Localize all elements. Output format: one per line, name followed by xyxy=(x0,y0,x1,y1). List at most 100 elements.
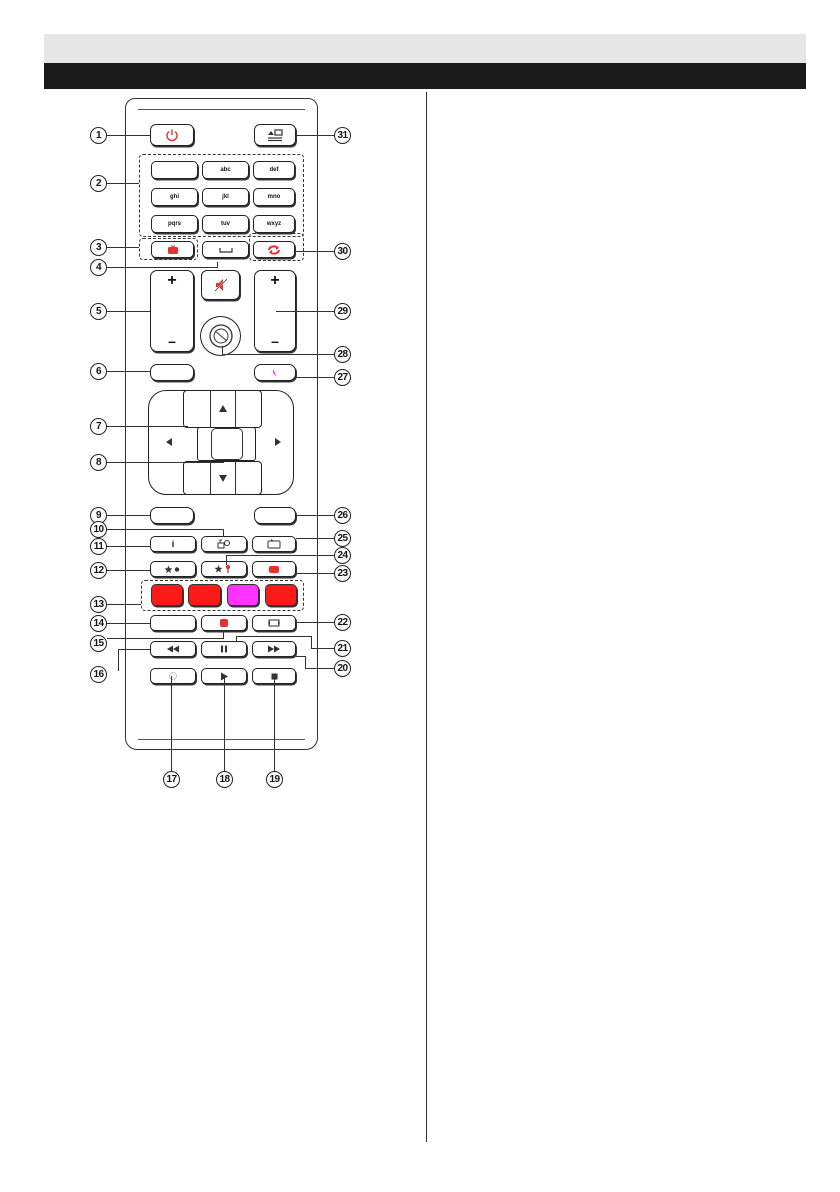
back-button[interactable] xyxy=(150,507,194,524)
language-button[interactable] xyxy=(150,615,196,631)
callout-5: 5 xyxy=(90,303,107,320)
star-pin-icon xyxy=(214,564,234,574)
leader-10 xyxy=(107,529,223,530)
leader-21v2 xyxy=(311,636,312,648)
key-0[interactable] xyxy=(202,241,249,258)
callout-3: 3 xyxy=(90,239,107,256)
key-7[interactable]: pqrs xyxy=(151,215,198,233)
volume-down-label: – xyxy=(168,333,176,349)
favorites-button[interactable] xyxy=(150,561,196,577)
callout-27: 27 xyxy=(334,369,351,386)
key-8[interactable]: tuv xyxy=(202,215,249,233)
screen-icon xyxy=(267,618,281,628)
pause-button[interactable] xyxy=(201,641,247,657)
green-button[interactable] xyxy=(188,584,221,606)
leader-21h xyxy=(236,636,311,637)
power-icon xyxy=(165,128,179,142)
leader-20v xyxy=(305,656,306,668)
leader-16h xyxy=(118,649,150,650)
callout-23: 23 xyxy=(334,565,351,582)
key-9[interactable]: wxyz xyxy=(253,215,295,233)
volume-up-label: + xyxy=(167,272,176,290)
key-label: abc xyxy=(220,167,230,173)
callout-1: 1 xyxy=(90,127,107,144)
exit-button[interactable] xyxy=(254,507,296,524)
leader-13 xyxy=(107,604,141,605)
key-5[interactable]: jkl xyxy=(202,188,249,206)
media-browser-icon xyxy=(217,539,231,549)
internet-button[interactable] xyxy=(200,316,241,356)
leader-7 xyxy=(107,426,188,427)
callout-24: 24 xyxy=(334,547,351,564)
mute-button[interactable] xyxy=(201,270,240,300)
nav-down-zone[interactable] xyxy=(183,461,262,495)
rewind-button[interactable] xyxy=(150,641,196,657)
callout-26: 26 xyxy=(334,507,351,524)
screen-button[interactable] xyxy=(252,615,296,631)
leader-24 xyxy=(226,555,334,556)
info-button[interactable]: i xyxy=(150,536,196,552)
nav-up-zone[interactable] xyxy=(183,390,262,428)
key-label: jkl xyxy=(222,194,229,200)
ok-button[interactable] xyxy=(197,427,256,461)
callout-18: 18 xyxy=(216,771,233,788)
leader-5 xyxy=(107,311,150,312)
volume-rocker[interactable]: + – xyxy=(150,270,194,352)
key-3[interactable]: def xyxy=(253,161,295,179)
power-button[interactable] xyxy=(150,124,194,146)
media-browser-button[interactable] xyxy=(201,536,247,552)
leader-11 xyxy=(107,546,150,547)
pause-icon xyxy=(220,645,228,653)
blue-button[interactable] xyxy=(265,584,297,606)
leader-10v xyxy=(223,529,224,537)
swap-icon xyxy=(267,244,281,256)
right-arrow-icon[interactable] xyxy=(272,436,284,448)
remote-top-edge xyxy=(138,109,305,110)
leader-21v xyxy=(236,636,237,642)
leader-3 xyxy=(107,247,139,248)
leader-27 xyxy=(296,377,334,378)
key-1[interactable] xyxy=(151,161,198,179)
leader-19 xyxy=(274,676,275,771)
page-section-bar xyxy=(44,63,806,89)
callout-2: 2 xyxy=(90,175,107,192)
swap-button[interactable] xyxy=(253,241,295,258)
subtitle-button[interactable] xyxy=(252,536,296,552)
ok-button-inner xyxy=(211,428,243,460)
quick-menu-icon xyxy=(271,368,279,378)
nav-up-divider-l xyxy=(210,390,211,428)
program-up-label: + xyxy=(270,272,279,290)
callout-6: 6 xyxy=(90,363,107,380)
my-button-2[interactable] xyxy=(201,561,247,577)
my-button-1[interactable] xyxy=(254,364,296,381)
rewind-icon xyxy=(166,645,180,653)
leader-22 xyxy=(296,622,334,623)
text-button[interactable] xyxy=(252,561,296,577)
leader-31 xyxy=(296,135,334,136)
record-button[interactable] xyxy=(150,668,196,684)
leader-1 xyxy=(107,135,150,136)
leader-16v xyxy=(118,649,119,671)
yellow-button[interactable] xyxy=(227,584,259,606)
leader-23 xyxy=(296,573,334,574)
callout-16: 16 xyxy=(90,666,107,683)
nav-down-divider-r xyxy=(235,461,236,495)
source-button[interactable] xyxy=(254,124,296,146)
source-icon xyxy=(266,128,284,142)
red-button[interactable] xyxy=(151,584,183,606)
fast-forward-button[interactable] xyxy=(252,641,296,657)
leader-4 xyxy=(107,267,217,268)
key-4[interactable]: ghi xyxy=(151,188,198,206)
record-mode-button[interactable] xyxy=(201,615,247,631)
tv-button[interactable] xyxy=(151,241,194,258)
remote-bottom-edge xyxy=(138,739,305,740)
menu-button[interactable] xyxy=(150,364,194,381)
key-2[interactable]: abc xyxy=(202,161,249,179)
key-label: tuv xyxy=(221,221,230,227)
key-6[interactable]: mno xyxy=(253,188,295,206)
callout-11: 11 xyxy=(90,538,107,555)
leader-4v xyxy=(217,262,218,268)
left-arrow-icon[interactable] xyxy=(163,436,175,448)
leader-25 xyxy=(296,538,334,539)
key-label: pqrs xyxy=(168,221,181,227)
